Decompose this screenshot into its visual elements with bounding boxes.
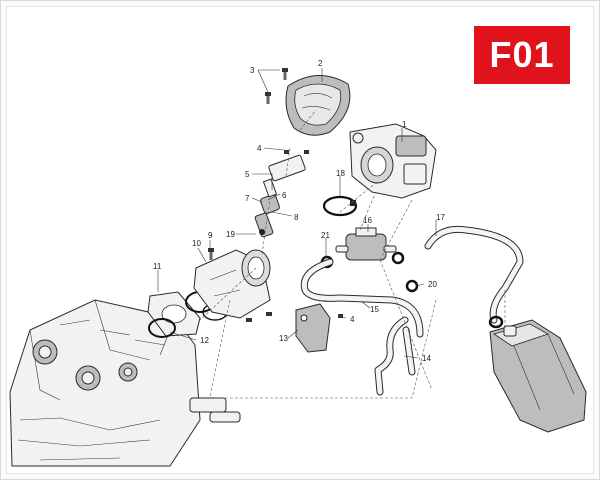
callout-19: 19 <box>226 230 235 239</box>
callout-21: 21 <box>321 231 330 240</box>
part-3-screws <box>265 68 288 104</box>
callout-2: 2 <box>318 59 323 68</box>
part-18-clamp <box>322 195 358 217</box>
part-16-purge-valve <box>335 227 397 261</box>
callout-13: 13 <box>279 334 288 343</box>
assembly-lines <box>199 109 506 399</box>
callout-4: 4 <box>257 144 262 153</box>
part-1-throttle-body <box>349 123 437 199</box>
callout-10: 10 <box>192 239 201 248</box>
part-2-cover <box>285 75 351 136</box>
fuel-injector-assembly <box>254 150 309 238</box>
callout-14: 14 <box>422 354 431 363</box>
callout-18: 18 <box>336 169 345 178</box>
callout-16: 16 <box>363 216 372 225</box>
callout-15: 15 <box>370 305 379 314</box>
callout-11: 11 <box>153 262 162 271</box>
section-code-badge: F01 <box>474 26 570 84</box>
leader-lines <box>157 68 437 359</box>
callout-8: 8 <box>294 213 299 222</box>
manifold-screw-b <box>266 312 272 316</box>
part-9-screw <box>208 248 214 260</box>
engine-cylinder-head <box>9 299 241 467</box>
callout-1: 1 <box>402 120 407 129</box>
manifold-screw-a <box>246 318 252 322</box>
callout-4-lower: 4 <box>350 315 355 324</box>
callout-5: 5 <box>245 170 250 179</box>
part-13-bracket <box>295 303 331 353</box>
part-20-clamp <box>405 279 419 293</box>
callout-3: 3 <box>250 66 255 75</box>
callout-9: 9 <box>208 231 213 240</box>
part-14-hose <box>374 316 416 396</box>
callout-17: 17 <box>436 213 445 222</box>
part-21-clamp-b <box>391 251 405 265</box>
part-10-intake-manifold <box>193 249 271 319</box>
callout-20: 20 <box>428 280 437 289</box>
callout-6: 6 <box>282 191 287 200</box>
callout-7: 7 <box>245 194 250 203</box>
part-15-hose <box>300 258 424 338</box>
callout-12: 12 <box>200 336 209 345</box>
canister-clamp <box>488 315 504 329</box>
part-17-hose <box>424 225 524 324</box>
part-4-screw-lower <box>338 314 343 318</box>
evap-canister <box>489 319 587 433</box>
